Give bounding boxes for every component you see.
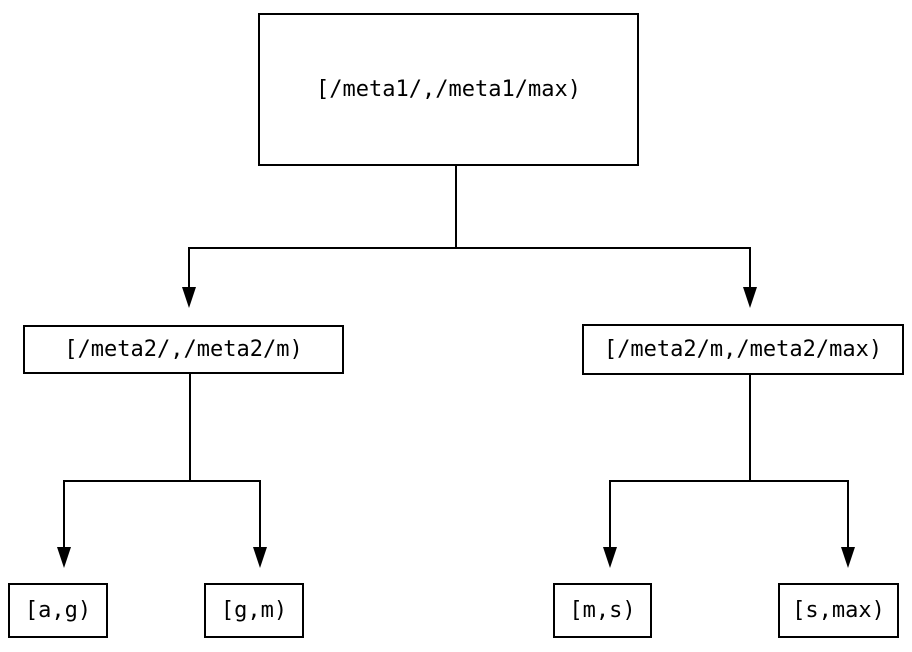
arrowhead-to-leaf-ms [603, 547, 617, 568]
node-meta2-high: [/meta2/m,/meta2/max) [582, 324, 904, 375]
node-leaf-smax: [s,max) [778, 583, 899, 638]
node-leaf-gm: [g,m) [204, 583, 304, 638]
arrowhead-to-leaf-gm [253, 547, 267, 568]
arrowhead-to-leaf-smax [841, 547, 855, 568]
edge-rail-meta2-high [609, 480, 849, 549]
arrowhead-to-meta2-high [743, 287, 757, 308]
node-meta2-low: [/meta2/,/meta2/m) [23, 325, 344, 374]
edge-meta2-high-children [603, 375, 855, 568]
node-leaf-ag: [a,g) [8, 583, 108, 638]
edge-meta2-low-children [57, 374, 267, 568]
arrowhead-to-meta2-low [182, 287, 196, 308]
node-leaf-ms: [m,s) [553, 583, 652, 638]
arrowhead-to-leaf-ag [57, 547, 71, 568]
edge-root-children [182, 166, 757, 308]
edge-rail-root [188, 247, 751, 289]
edge-rail-meta2-low [63, 480, 261, 549]
node-root: [/meta1/,/meta1/max) [258, 13, 639, 166]
